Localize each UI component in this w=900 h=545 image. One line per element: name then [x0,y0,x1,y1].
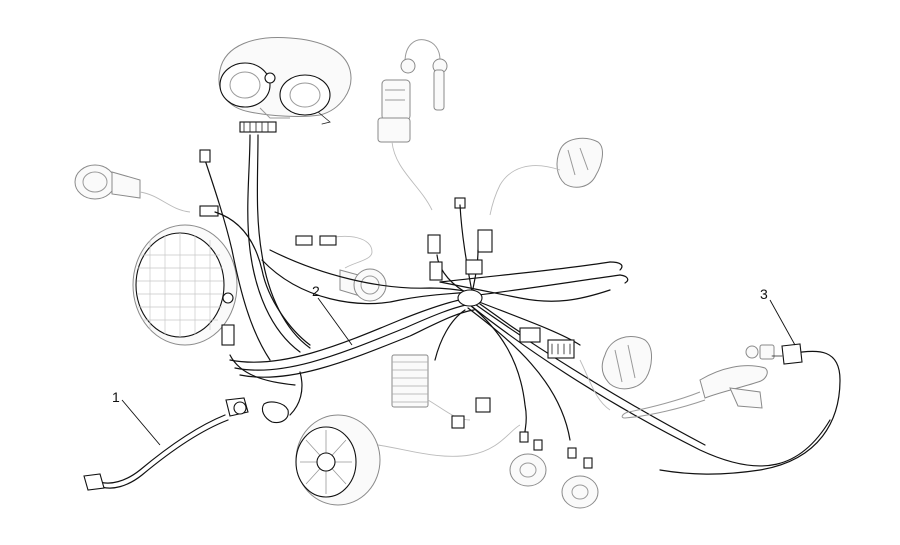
ignition-switch [377,39,448,254]
right-front-turn-signal [319,235,387,302]
callout-leaders [121,297,796,446]
rear-harness-tail [609,261,629,284]
instrument-cluster [218,36,352,125]
voltage-regulator [391,354,491,429]
left-handlebar-switch [579,336,652,411]
horn-1 [509,431,547,487]
horn-2 [561,447,599,509]
left-lower-branch [225,354,303,424]
part-3-cable [659,343,841,475]
headlight [132,224,238,346]
callout-3-label: 3 [760,286,768,302]
alternator-stator [295,414,521,506]
callout-3-leader [769,299,796,346]
clutch-lever [621,344,775,419]
left-front-turn-signal [74,164,219,217]
callout-1-label: 1 [112,389,120,405]
callout-1-leader [121,399,161,446]
cluster-connector [239,121,277,133]
part-1-cable [83,414,229,491]
main-wiring-harness [199,134,831,467]
callout-2-leader [317,297,353,346]
callout-2-label: 2 [312,283,320,299]
right-handlebar-switch [454,137,603,253]
